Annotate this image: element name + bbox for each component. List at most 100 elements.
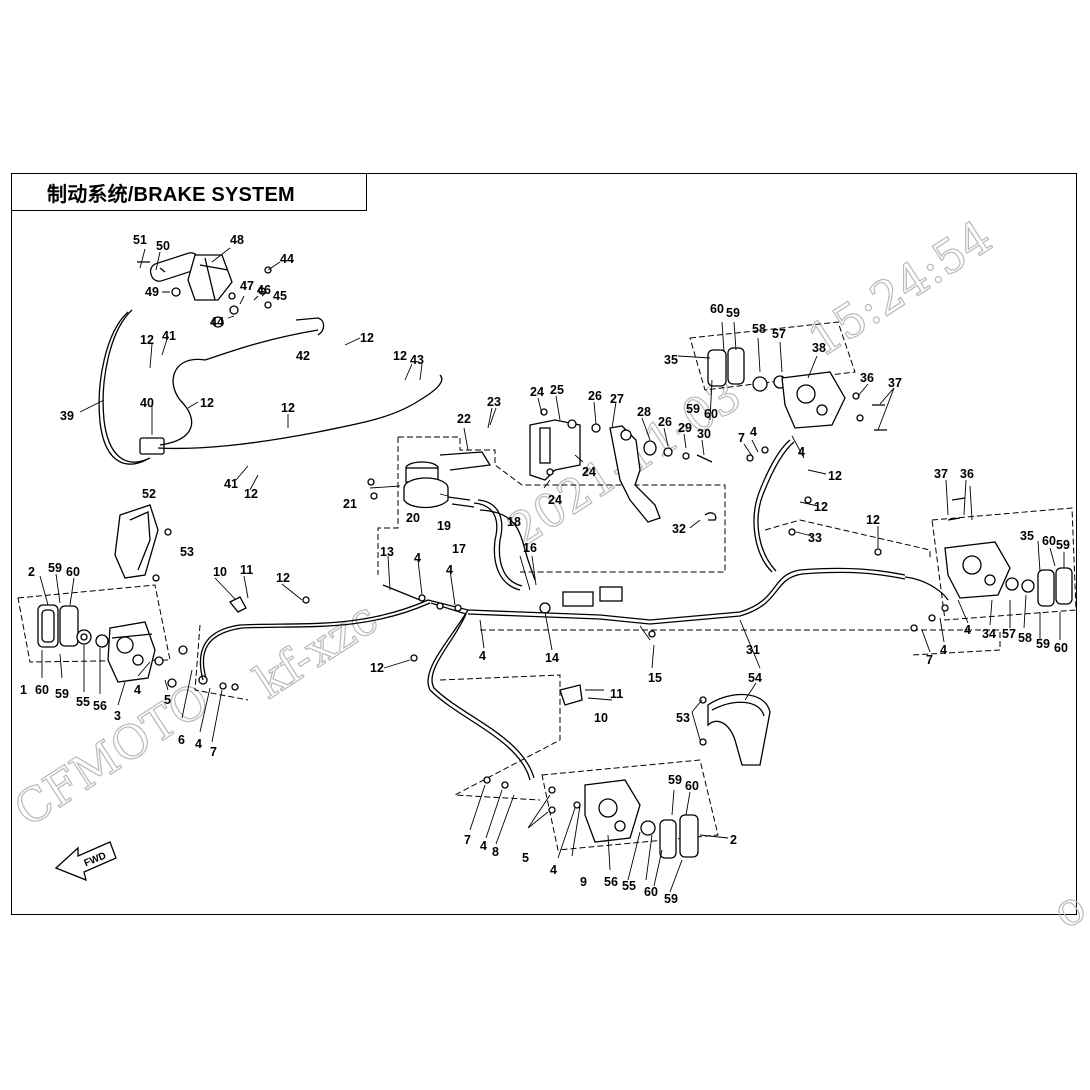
front-left-caliper-3 (37, 604, 239, 691)
callout-5b: 5 (522, 851, 529, 865)
callout-44: 44 (280, 252, 294, 266)
callout-32: 32 (672, 522, 686, 536)
callout-18: 18 (507, 515, 521, 529)
line-31 (467, 567, 906, 621)
callout-57b: 57 (1002, 627, 1016, 641)
callout-45: 45 (273, 289, 287, 303)
leader-lines (39, 247, 1065, 893)
callout-30: 30 (697, 427, 711, 441)
callout-12f: 12 (244, 487, 258, 501)
callout-47: 47 (240, 279, 254, 293)
outline-master-left (377, 437, 399, 575)
rear-caliper-38 (707, 347, 887, 431)
callout-1: 1 (20, 683, 27, 697)
cable-lower (157, 374, 443, 450)
callout-12h: 12 (814, 500, 828, 514)
callout-60h: 60 (644, 885, 658, 899)
cable-39 (102, 309, 151, 463)
callout-17: 17 (452, 542, 466, 556)
callout-4d: 4 (940, 643, 947, 657)
guard-54 (699, 693, 771, 766)
callout-55a: 55 (76, 695, 90, 709)
callout-54: 54 (748, 671, 762, 685)
callout-57a: 57 (772, 327, 786, 341)
callout-7b: 7 (926, 653, 933, 667)
callout-60d: 60 (1054, 641, 1068, 655)
callout-26b: 26 (658, 415, 672, 429)
outline-rear-line-right (764, 519, 931, 560)
line-rear-up-inner (757, 441, 795, 572)
callout-33: 33 (808, 531, 822, 545)
callout-60c: 60 (1042, 534, 1056, 548)
callout-11a: 11 (240, 563, 253, 577)
callout-12d: 12 (200, 396, 214, 410)
drawing-frame (11, 173, 1077, 915)
callout-27: 27 (610, 392, 624, 406)
assembly-outlines (17, 321, 1077, 851)
callout-59d: 59 (1036, 637, 1050, 651)
callout-34: 34 (982, 627, 996, 641)
front-right-caliper-9 (483, 776, 699, 859)
callout-36b: 36 (960, 467, 974, 481)
line-6-inner (202, 602, 431, 679)
callout-4k: 4 (550, 863, 557, 877)
callout-6: 6 (178, 733, 185, 747)
callout-7a: 7 (738, 431, 745, 445)
forward-direction-arrow: FWD (54, 841, 117, 882)
callout-12a: 12 (140, 333, 154, 347)
callout-7d: 7 (464, 833, 471, 847)
callout-4i: 4 (479, 649, 486, 663)
callout-38: 38 (812, 341, 826, 355)
line-8-inner (430, 602, 535, 779)
callout-2b: 2 (730, 833, 737, 847)
callout-35b: 35 (1020, 529, 1034, 543)
callout-20: 20 (406, 511, 420, 525)
callout-60b: 60 (704, 407, 718, 421)
callout-53a: 53 (180, 545, 194, 559)
master-cylinder-reservoir-20 (367, 451, 536, 591)
callout-37a: 37 (888, 376, 902, 390)
callout-52: 52 (142, 487, 156, 501)
callout-59g: 59 (668, 773, 682, 787)
callout-labels: 51 50 48 44 47 46 45 49 44 12 41 42 12 1… (20, 233, 1070, 906)
callout-55b: 55 (622, 879, 636, 893)
outline-front-line-left (194, 624, 249, 701)
callout-58b: 58 (1018, 631, 1032, 645)
callout-28: 28 (637, 405, 651, 419)
callout-12c: 12 (393, 349, 407, 363)
callout-12i: 12 (866, 513, 880, 527)
line-31-inner (467, 571, 906, 625)
front-brake-lines (199, 439, 949, 781)
callout-4j: 4 (480, 839, 487, 853)
callout-23: 23 (487, 395, 501, 409)
callout-12g: 12 (828, 469, 842, 483)
callout-44b: 44 (210, 315, 224, 329)
watermark: CFMOTO kf-xzc 2021-11-03 15:24:54 o (4, 209, 1090, 940)
outline-rear-caliper-upper (689, 321, 856, 391)
callout-4a: 4 (750, 425, 757, 439)
watermark-time: 15:24:54 (799, 209, 1002, 367)
cable-section (159, 358, 206, 446)
callout-26a: 26 (588, 389, 602, 403)
callout-15: 15 (648, 671, 662, 685)
callout-39: 39 (60, 409, 74, 423)
page-title: 制动系统/BRAKE SYSTEM (47, 184, 295, 206)
callout-59a: 59 (726, 306, 740, 320)
callout-19: 19 (437, 519, 451, 533)
callout-21: 21 (343, 497, 357, 511)
callout-10a: 10 (213, 565, 227, 579)
callout-59e: 59 (48, 561, 62, 575)
callout-24c: 24 (548, 493, 562, 507)
callout-4g: 4 (414, 551, 421, 565)
callout-22: 22 (457, 412, 471, 426)
callout-4f: 4 (195, 737, 202, 751)
callout-59h: 59 (664, 892, 678, 906)
callout-31: 31 (746, 643, 760, 657)
line-rear-up (753, 439, 791, 573)
callout-12k: 12 (370, 661, 384, 675)
callout-59f: 59 (55, 687, 69, 701)
callout-24a: 24 (530, 385, 544, 399)
callout-46: 46 (257, 283, 271, 297)
outline-front-left-caliper (17, 584, 171, 663)
